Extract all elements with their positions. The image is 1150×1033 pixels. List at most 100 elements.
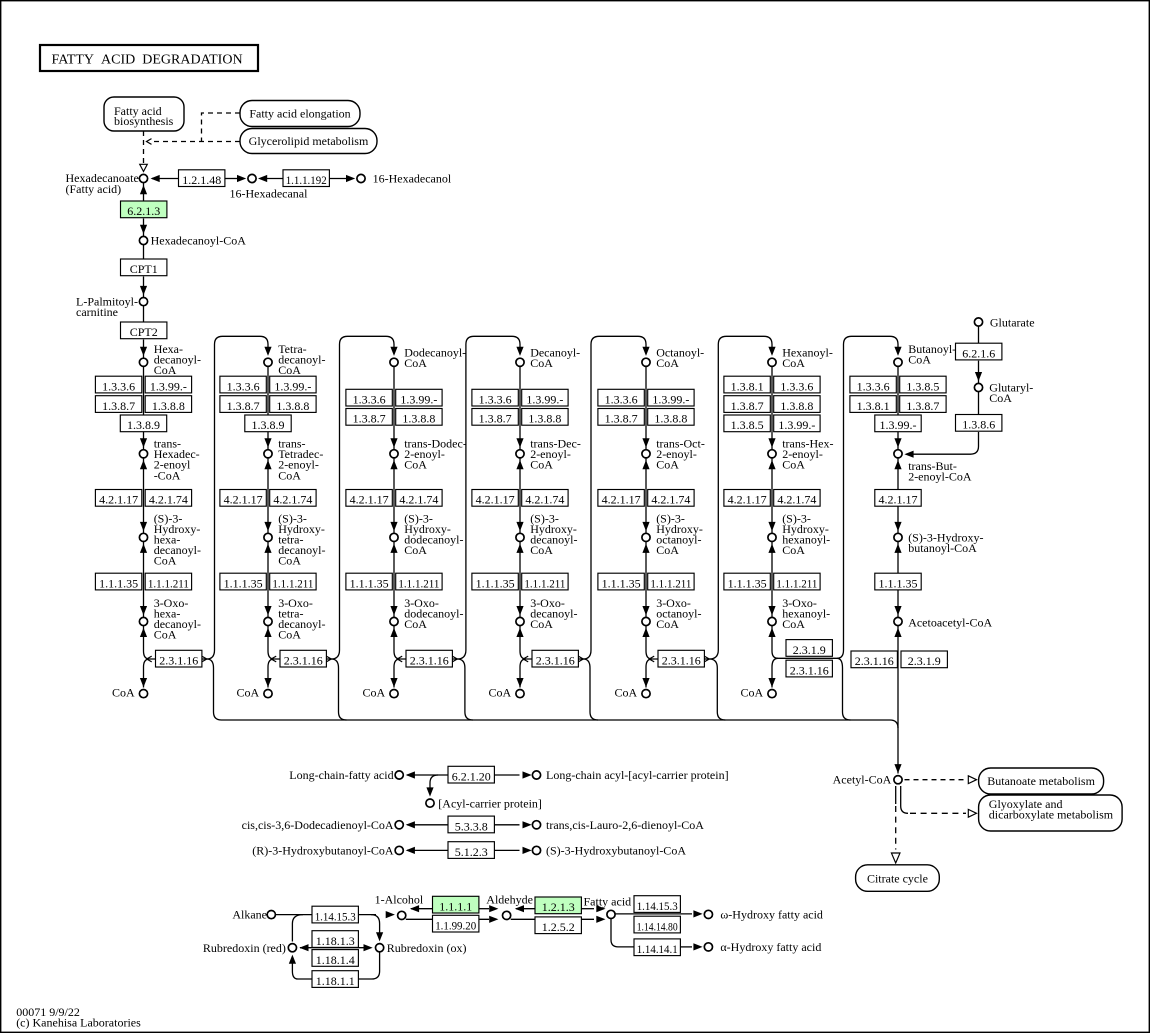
svg-text:(S)-3-Hydroxybutanoyl-CoA: (S)-3-Hydroxybutanoyl-CoA	[546, 844, 686, 858]
svg-text:1.3.99.-: 1.3.99.-	[274, 379, 311, 393]
svg-text:L-Palmitoyl-: L-Palmitoyl-	[76, 294, 138, 308]
svg-text:2-enoyl-: 2-enoyl-	[656, 447, 697, 461]
svg-text:2-enoyl-: 2-enoyl-	[278, 458, 319, 472]
svg-text:4.2.1.74: 4.2.1.74	[777, 493, 816, 507]
svg-text:(R)-3-Hydroxybutanoyl-CoA: (R)-3-Hydroxybutanoyl-CoA	[252, 844, 394, 858]
svg-text:(S)-3-: (S)-3-	[278, 511, 307, 525]
svg-text:CoA: CoA	[656, 356, 679, 370]
svg-text:trans,cis-Lauro-2,6-dienoyl-Co: trans,cis-Lauro-2,6-dienoyl-CoA	[546, 818, 704, 832]
svg-text:1.3.8.1: 1.3.8.1	[731, 379, 764, 393]
svg-text:2-enoyl-: 2-enoyl-	[782, 447, 823, 461]
svg-text:Dodecanoyl-: Dodecanoyl-	[404, 345, 466, 359]
svg-text:1.3.99.-: 1.3.99.-	[150, 379, 187, 393]
svg-text:octanoyl-: octanoyl-	[656, 606, 701, 620]
svg-text:4.2.1.17: 4.2.1.17	[879, 493, 918, 507]
svg-text:CoA: CoA	[989, 391, 1012, 405]
svg-text:2.3.1.9: 2.3.1.9	[793, 643, 826, 657]
svg-text:2.3.1.16: 2.3.1.16	[790, 663, 829, 677]
svg-text:Tetra-: Tetra-	[278, 342, 306, 356]
svg-text:1.3.8.8: 1.3.8.8	[152, 399, 185, 413]
svg-text:Aldehyde: Aldehyde	[486, 892, 533, 906]
svg-text:octanoyl-: octanoyl-	[656, 533, 701, 547]
svg-text:6.2.1.6: 6.2.1.6	[962, 346, 995, 360]
svg-text:1.3.3.6: 1.3.3.6	[227, 379, 260, 393]
svg-text:4.2.1.17: 4.2.1.17	[728, 493, 767, 507]
svg-text:16-Hexadecanol: 16-Hexadecanol	[373, 171, 452, 185]
svg-text:1.14.14.1: 1.14.14.1	[637, 942, 678, 956]
svg-text:hexanoyl-: hexanoyl-	[782, 606, 830, 620]
svg-text:CoA: CoA	[278, 468, 301, 482]
svg-text:4.2.1.17: 4.2.1.17	[99, 493, 138, 507]
svg-text:2-enoyl-: 2-enoyl-	[404, 447, 445, 461]
svg-text:CoA: CoA	[404, 617, 427, 631]
svg-text:FATTY ACID DEGRADATION: FATTY ACID DEGRADATION	[52, 52, 243, 67]
svg-text:2.3.1.16: 2.3.1.16	[855, 654, 894, 668]
svg-text:Hexadec-: Hexadec-	[154, 447, 200, 461]
svg-text:Fatty acid: Fatty acid	[584, 894, 632, 908]
svg-text:ω-Hydroxy fatty acid: ω-Hydroxy fatty acid	[720, 907, 823, 921]
svg-text:1.1.1.35: 1.1.1.35	[602, 576, 641, 590]
svg-text:CoA: CoA	[404, 543, 427, 557]
svg-text:1.3.3.6: 1.3.3.6	[857, 379, 890, 393]
svg-text:Hexa-: Hexa-	[154, 342, 183, 356]
svg-text:CoA: CoA	[782, 617, 805, 631]
svg-text:Rubredoxin (ox): Rubredoxin (ox)	[387, 941, 467, 955]
svg-text:CoA: CoA	[908, 353, 931, 367]
svg-text:1.18.1.3: 1.18.1.3	[316, 934, 355, 948]
svg-text:1.14.15.3: 1.14.15.3	[637, 899, 678, 913]
svg-text:decanoyl-: decanoyl-	[278, 617, 325, 631]
svg-text:1.3.8.9: 1.3.8.9	[127, 418, 160, 432]
svg-text:1.1.1.35: 1.1.1.35	[350, 576, 389, 590]
svg-text:1.3.8.8: 1.3.8.8	[780, 399, 813, 413]
svg-text:Glutarate: Glutarate	[990, 315, 1035, 329]
svg-text:3-Oxo-: 3-Oxo-	[530, 596, 565, 610]
svg-text:decanoyl-: decanoyl-	[154, 543, 201, 557]
svg-text:CoA: CoA	[782, 458, 805, 472]
svg-text:CPT2: CPT2	[130, 325, 158, 339]
svg-text:1.3.8.7: 1.3.8.7	[605, 412, 638, 426]
svg-text:CoA: CoA	[154, 554, 177, 568]
svg-text:trans-Dec-: trans-Dec-	[530, 437, 581, 451]
svg-text:1.3.8.5: 1.3.8.5	[906, 379, 939, 393]
svg-text:4.2.1.74: 4.2.1.74	[273, 493, 312, 507]
svg-text:(S)-3-: (S)-3-	[530, 511, 559, 525]
svg-text:1.2.1.48: 1.2.1.48	[182, 173, 221, 187]
svg-text:CoA: CoA	[656, 543, 679, 557]
svg-text:Glutaryl-: Glutaryl-	[989, 381, 1033, 395]
svg-text:1.3.3.6: 1.3.3.6	[605, 393, 638, 407]
svg-text:CoA: CoA	[489, 685, 512, 699]
svg-text:1.1.1.35: 1.1.1.35	[224, 576, 263, 590]
svg-text:1.3.8.1: 1.3.8.1	[857, 399, 890, 413]
svg-text:4.2.1.17: 4.2.1.17	[224, 493, 263, 507]
svg-text:(S)-3-: (S)-3-	[782, 511, 811, 525]
svg-text:1.1.1.211: 1.1.1.211	[776, 576, 817, 590]
svg-text:CoA: CoA	[278, 363, 301, 377]
svg-text:Hexadecanoate: Hexadecanoate	[66, 171, 139, 185]
svg-text:(S)-3-Hydroxy-: (S)-3-Hydroxy-	[908, 531, 983, 545]
svg-text:CoA: CoA	[237, 685, 260, 699]
svg-text:Hexadecanoyl-CoA: Hexadecanoyl-CoA	[151, 233, 247, 247]
svg-text:CoA: CoA	[530, 356, 553, 370]
svg-text:CoA: CoA	[112, 685, 135, 699]
svg-text:1.1.1.211: 1.1.1.211	[524, 576, 565, 590]
svg-text:Glycerolipid metabolism: Glycerolipid metabolism	[249, 134, 369, 148]
svg-text:Acetyl-CoA: Acetyl-CoA	[833, 773, 892, 787]
svg-text:1.3.99.-: 1.3.99.-	[526, 393, 563, 407]
svg-text:1.1.1.211: 1.1.1.211	[148, 576, 189, 590]
svg-text:1.3.3.6: 1.3.3.6	[479, 393, 512, 407]
svg-text:1.1.1.211: 1.1.1.211	[398, 576, 439, 590]
svg-text:(Fatty acid): (Fatty acid)	[66, 182, 122, 196]
svg-text:1.2.5.2: 1.2.5.2	[542, 920, 575, 934]
svg-text:(S)-3-: (S)-3-	[656, 511, 685, 525]
svg-text:1.3.8.8: 1.3.8.8	[528, 412, 561, 426]
svg-text:2.3.1.16: 2.3.1.16	[662, 654, 701, 668]
svg-text:Hydroxy-: Hydroxy-	[154, 522, 201, 536]
svg-text:1.1.1.211: 1.1.1.211	[650, 576, 691, 590]
svg-text:1.3.3.6: 1.3.3.6	[780, 379, 813, 393]
svg-text:butanoyl-CoA: butanoyl-CoA	[908, 541, 977, 555]
svg-text:CPT1: CPT1	[130, 262, 158, 276]
svg-text:Hydroxy-: Hydroxy-	[656, 522, 703, 536]
svg-text:CoA: CoA	[530, 458, 553, 472]
svg-text:Rubredoxin (red): Rubredoxin (red)	[203, 941, 286, 955]
svg-text:3-Oxo-: 3-Oxo-	[782, 596, 817, 610]
